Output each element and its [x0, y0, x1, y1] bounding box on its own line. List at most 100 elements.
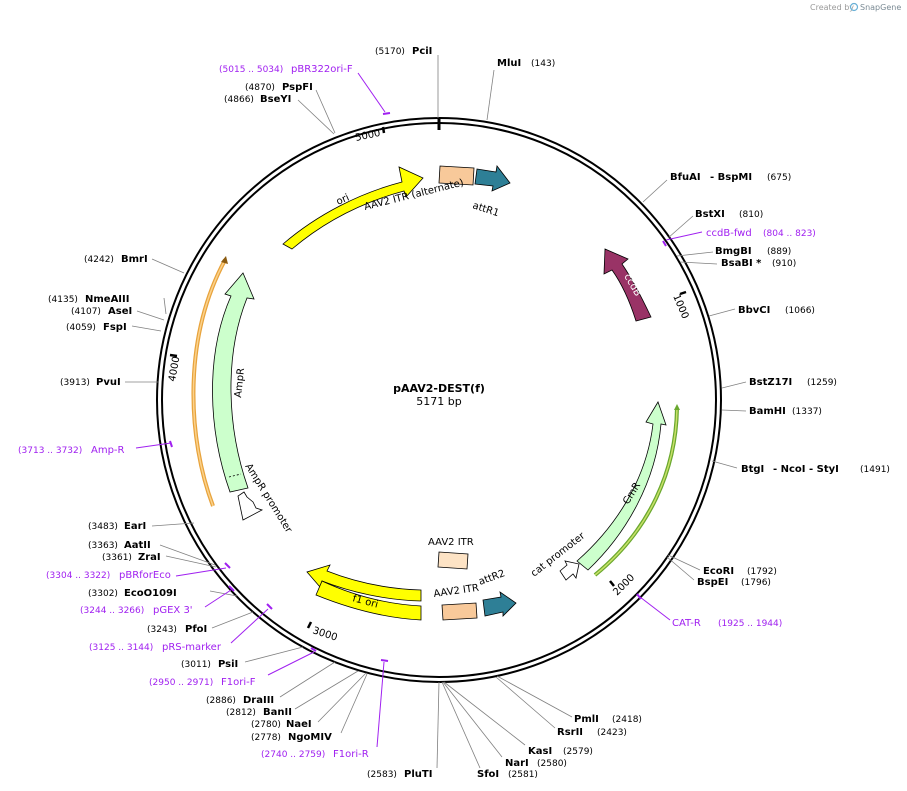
primer-ccdb-fwd[interactable]: ccdB-fwd (804 .. 823): [662, 228, 816, 247]
svg-text:(3483): (3483): [88, 522, 118, 532]
site-zrai[interactable]: (3361) ZraI: [102, 552, 217, 568]
svg-text:PluTI: PluTI: [404, 769, 432, 780]
svg-text:(2581): (2581): [508, 770, 538, 780]
site-asei[interactable]: (4107) AseI: [71, 306, 165, 321]
svg-text:PvuI: PvuI: [96, 377, 121, 388]
svg-text:(810): (810): [739, 210, 763, 220]
site-eari[interactable]: (3483) EarI: [88, 521, 195, 532]
site-bseyi[interactable]: (4866) BseYI: [224, 94, 335, 135]
svg-text:(2423): (2423): [597, 728, 627, 738]
site-nari[interactable]: NarI (2580): [442, 681, 567, 769]
svg-text:AseI: AseI: [108, 306, 132, 317]
feature-attr2[interactable]: attR2: [477, 568, 517, 617]
site-fspi[interactable]: (4059) FspI: [66, 322, 162, 333]
svg-text:BseYI: BseYI: [260, 94, 291, 105]
svg-text:(2778): (2778): [251, 733, 281, 743]
svg-text:(2950 .. 2971): (2950 .. 2971): [149, 678, 213, 688]
site-bstxi[interactable]: BstXI (810): [667, 209, 763, 239]
primer-cat-r[interactable]: CAT-R (1925 .. 1944): [636, 593, 782, 629]
svg-text:(3125 .. 3144): (3125 .. 3144): [89, 643, 153, 653]
plasmid-size: 5171 bp: [416, 395, 461, 408]
site-naei[interactable]: (2780) NaeI: [251, 672, 367, 730]
tick-1000: 1000: [670, 290, 690, 321]
tick-label-5000: 5000: [354, 128, 381, 144]
primer-f1ori-r[interactable]: (2740 .. 2759) F1ori-R: [261, 659, 389, 760]
site-ecori[interactable]: EcoRI (1792): [667, 554, 777, 577]
feature-label-cat-promoter: cat promoter: [529, 530, 588, 579]
site-pvui[interactable]: (3913) PvuI: [60, 377, 159, 388]
site-bbvci[interactable]: BbvCI (1066): [708, 305, 815, 317]
svg-text:NmeAIII: NmeAIII: [85, 294, 129, 305]
svg-text:(2579): (2579): [563, 747, 593, 757]
site-banii[interactable]: (2812) BanII: [226, 670, 359, 718]
primer-pbrforeco[interactable]: (3304 .. 3322) pBRforEco: [46, 562, 231, 581]
svg-text:BsaBI *: BsaBI *: [721, 258, 762, 269]
svg-text:(1925 .. 1944): (1925 .. 1944): [718, 619, 782, 629]
site-pfoi[interactable]: (3243) PfoI: [147, 611, 254, 635]
feature-aav2-itr-lower[interactable]: AAV2 ITR: [433, 583, 480, 621]
primer-pgex-3[interactable]: (3244 .. 3266) pGEX 3': [80, 585, 235, 616]
svg-text:DraIII: DraIII: [243, 695, 274, 706]
site-draiii[interactable]: (2886) DraIII: [206, 661, 336, 706]
svg-text:BamHI: BamHI: [749, 406, 786, 417]
svg-text:BmgBI: BmgBI: [715, 246, 752, 257]
site-btgi-ncoi-styi[interactable]: BtgI - NcoI - StyI (1491): [711, 460, 890, 475]
svg-text:EarI: EarI: [124, 521, 146, 532]
feature-cmr[interactable]: CmR: [576, 401, 667, 571]
svg-text:(2812): (2812): [226, 708, 256, 718]
svg-text:- NcoI - StyI: - NcoI - StyI: [773, 464, 839, 475]
snapgene-logo-icon: [849, 2, 859, 12]
svg-text:PsiI: PsiI: [218, 659, 238, 670]
orf-cmr-arrowhead: [674, 404, 680, 410]
svg-text:EcoO109I: EcoO109I: [124, 588, 177, 599]
site-pmli[interactable]: PmlI (2418): [496, 675, 642, 725]
site-bspei[interactable]: BspEI (1796): [666, 556, 771, 588]
feature-attr1[interactable]: attR1: [471, 165, 511, 219]
feature-ampr-promoter[interactable]: AmpR promoter: [237, 462, 294, 536]
svg-text:NarI: NarI: [505, 758, 529, 769]
site-kasi[interactable]: KasI (2579): [443, 681, 593, 757]
feature-aav2-itr-inner[interactable]: AAV2 ITR: [428, 537, 474, 570]
primer-amp-r[interactable]: (3713 .. 3732) Amp-R: [18, 440, 173, 456]
site-ecoo109i[interactable]: (3302) EcoO109I: [88, 588, 238, 599]
feature-ampr[interactable]: AmpR: [212, 272, 255, 493]
feature-ori[interactable]: ori: [282, 166, 424, 250]
svg-text:(2418): (2418): [612, 715, 642, 725]
site-mlui[interactable]: MluI (143): [486, 58, 555, 121]
feature-label-ori: ori: [335, 192, 351, 207]
site-nmeaiii[interactable]: (4135) NmeAIII: [48, 294, 167, 315]
feature-label-ampr: AmpR: [233, 367, 247, 398]
site-pluti[interactable]: (2583) PluTI: [367, 681, 440, 780]
svg-text:(5170): (5170): [375, 47, 405, 57]
svg-text:pBRforEco: pBRforEco: [119, 570, 171, 581]
feature-cat-promoter[interactable]: cat promoter: [529, 530, 588, 581]
svg-text:pGEX 3': pGEX 3': [153, 605, 193, 616]
site-bamhi[interactable]: BamHI (1337): [721, 406, 822, 417]
site-sfoi[interactable]: SfoI (2581): [441, 681, 538, 780]
feature-label-ampr-promoter: AmpR promoter: [242, 462, 294, 536]
site-bstz17i[interactable]: BstZ17I (1259): [721, 377, 837, 389]
feature-label-aav2-itr-inner: AAV2 ITR: [428, 537, 474, 548]
primer-f1ori-f[interactable]: (2950 .. 2971) F1ori-F: [149, 647, 317, 688]
primer-pbr322ori-f[interactable]: (5015 .. 5034) pBR322ori-F: [219, 64, 391, 115]
tick-5000: 5000: [354, 126, 386, 144]
svg-text:- BspMI: - BspMI: [710, 172, 752, 183]
svg-text:(1337): (1337): [792, 407, 822, 417]
feature-f1-ori[interactable]: f1 ori: [306, 564, 422, 621]
site-bfuai-bspmi[interactable]: BfuAI - BspMI (675): [642, 172, 791, 203]
svg-text:AatII: AatII: [124, 540, 151, 551]
site-rsrii[interactable]: RsrII (2423): [495, 676, 627, 738]
site-bmri[interactable]: (4242) BmrI: [84, 254, 185, 274]
svg-text:BstZ17I: BstZ17I: [749, 377, 792, 388]
svg-text:(3243): (3243): [147, 625, 177, 635]
feature-ccdb[interactable]: ccdB: [603, 248, 652, 322]
site-pspfi[interactable]: (4870) PspFI: [245, 82, 336, 134]
site-ngomiv[interactable]: (2778) NgoMIV: [251, 673, 368, 743]
site-psii[interactable]: (3011) PsiI: [181, 646, 304, 670]
site-bmgbi[interactable]: BmgBI (889): [676, 246, 791, 257]
site-aatii[interactable]: (3363) AatII: [88, 540, 216, 566]
site-bsabi[interactable]: BsaBI * (910): [679, 258, 796, 269]
primer-prs-marker[interactable]: (3125 .. 3144) pRS-marker: [89, 603, 273, 653]
site-pcii[interactable]: (5170) PciI: [375, 46, 439, 118]
